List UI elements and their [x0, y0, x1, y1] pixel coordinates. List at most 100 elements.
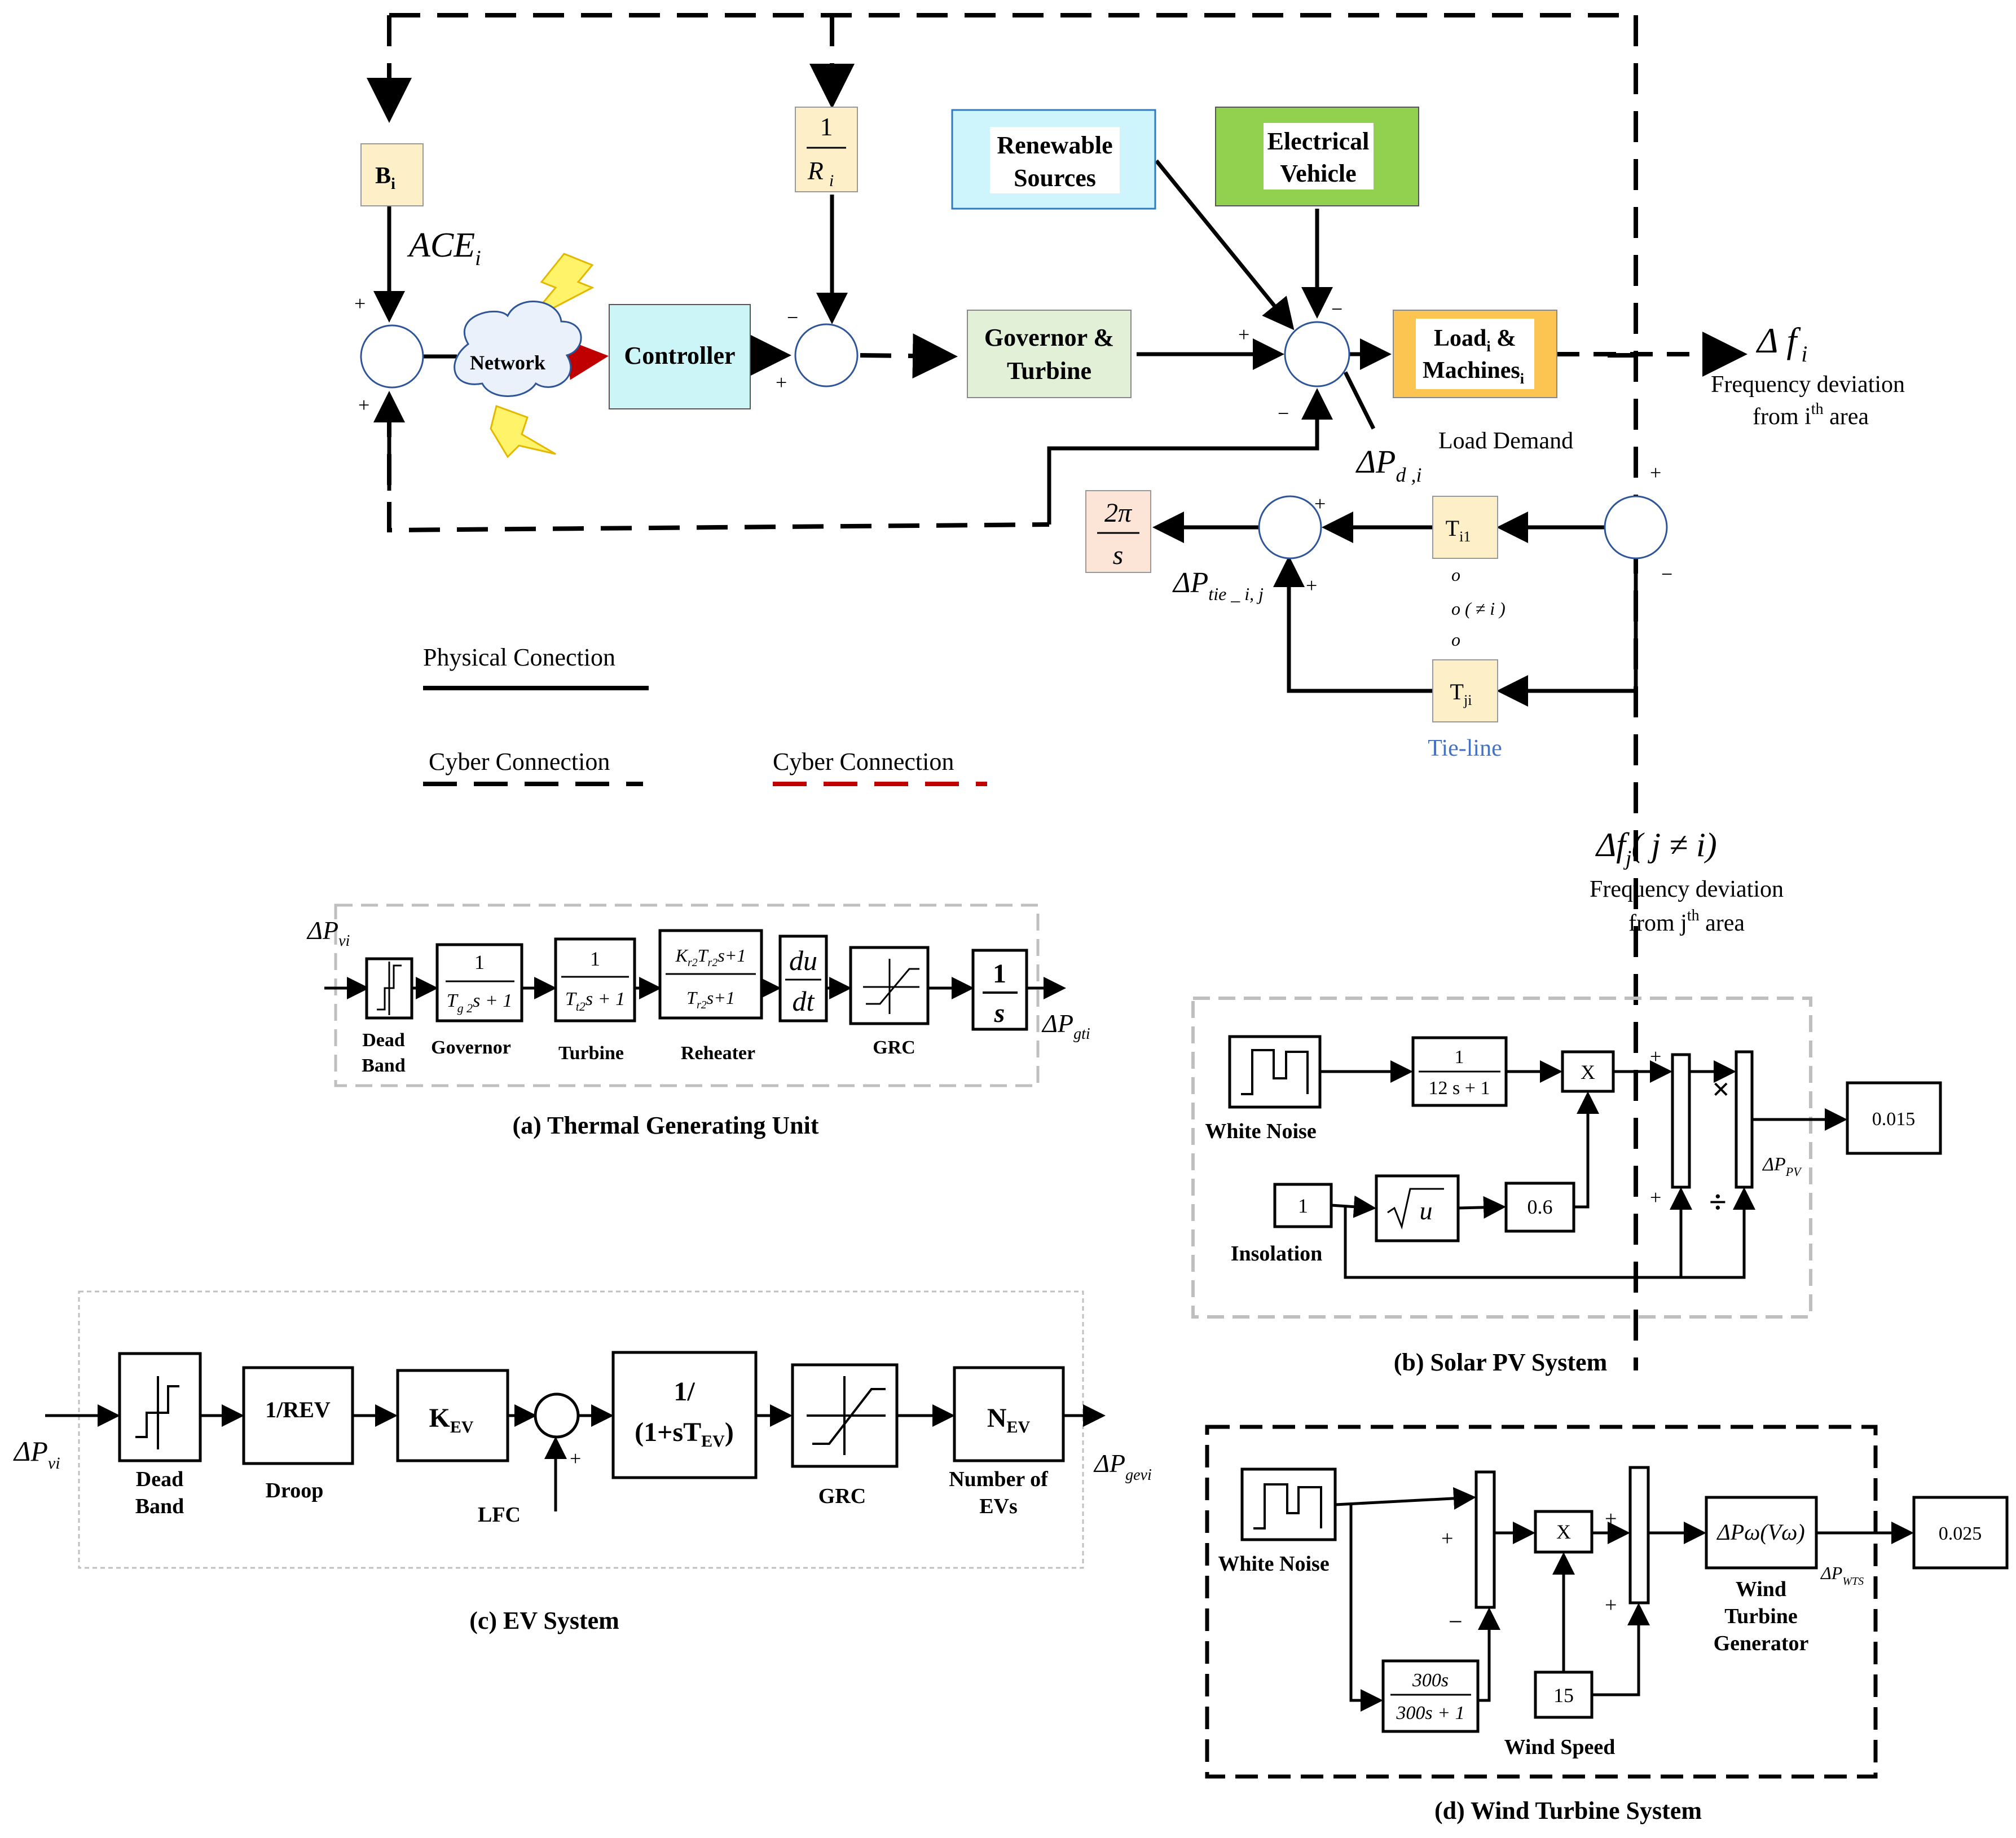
wind-line-7 — [1592, 1603, 1650, 1696]
reh-den: Tr2s+1 — [686, 988, 735, 1011]
wind-hp-den: 300s + 1 — [1396, 1703, 1464, 1724]
ev-droop-text: 1/REV — [265, 1397, 331, 1422]
wind-highpass-block — [1381, 1659, 1480, 1733]
solar-sum-bar — [1671, 1053, 1691, 1189]
svg-text:−: − — [787, 306, 798, 329]
thermal-governor-block — [435, 943, 523, 1022]
freq-dev-j-line2: from jth area — [1628, 907, 1745, 936]
summing-junction-power — [1284, 321, 1350, 387]
label-governor: Governor — [431, 1037, 511, 1058]
wind-power-block — [1705, 1496, 1818, 1570]
svg-text:−: − — [1331, 298, 1342, 320]
label-deadband-2: Band — [362, 1055, 406, 1076]
dt-label: dt — [793, 985, 815, 1017]
b-block — [360, 143, 424, 206]
svg-text:−: − — [1661, 563, 1672, 585]
ev-label-droop: Droop — [266, 1479, 324, 1502]
solar-one-label: 1 — [1298, 1195, 1308, 1217]
controller-block — [609, 304, 751, 409]
ev-system-panel: ΔPvi 1/REV KEV + 1/ (1+sTEV) NEV ΔPgevi … — [13, 1290, 1152, 1634]
gov-num: 1 — [474, 951, 485, 973]
ev-label-lfc: LFC — [478, 1503, 521, 1527]
summing-junction-freq — [1604, 495, 1668, 559]
ev-label-bg — [1264, 123, 1374, 189]
solar-gain-label: 0.6 — [1528, 1196, 1553, 1218]
deadband-icon — [377, 962, 402, 1015]
solar-product-bar — [1735, 1050, 1754, 1189]
solar-sqrt-block — [1375, 1174, 1460, 1242]
ev-label-number-1: Number of — [949, 1467, 1049, 1491]
solar-insolation-label: Insolation — [1231, 1242, 1323, 1266]
two-pi-den: s — [1113, 540, 1124, 570]
renewable-label-1: Renewable — [997, 131, 1112, 159]
solar-tf-num: 1 — [1455, 1047, 1464, 1068]
dots-3: o — [1451, 629, 1460, 650]
ev-input-label: ΔPvi — [13, 1435, 60, 1473]
network-cloud-icon — [454, 301, 582, 397]
thermal-frame — [334, 903, 1040, 1087]
legend-cyber-red-label: Cyber Connection — [773, 748, 954, 775]
renewable-label-2: Sources — [1014, 164, 1096, 192]
ev-tf-line2: (1+sTEV) — [635, 1417, 734, 1451]
legend-physical-label: Physical Conection — [423, 643, 615, 671]
wind-label-wtg-2: Turbine — [1724, 1605, 1798, 1628]
ev-deadband-icon — [135, 1376, 179, 1449]
thermal-caption: (a) Thermal Generating Unit — [512, 1112, 818, 1139]
svg-text:+: + — [776, 371, 787, 394]
droop-num: 1 — [820, 112, 833, 141]
svg-text:−: − — [1278, 402, 1289, 425]
wind-minus-1: − — [1449, 1608, 1463, 1636]
svg-text:+: + — [1238, 323, 1249, 346]
delta-fj-label: Δfj( j ≠ i) — [1595, 826, 1717, 870]
solar-sqrt-label: u — [1420, 1196, 1433, 1225]
wind-frame — [1205, 1425, 1878, 1779]
thermal-derivative-block — [778, 935, 828, 1022]
ev-frame — [78, 1290, 1084, 1569]
svg-text:+: + — [358, 394, 369, 416]
wind-power-label: ΔPω(Vω) — [1716, 1519, 1804, 1545]
svg-text:+: + — [1306, 574, 1317, 597]
solar-frame — [1191, 997, 1812, 1319]
wind-output-display — [1912, 1496, 2009, 1570]
thermal-input-label: ΔPvi — [306, 916, 350, 950]
sqrt-icon — [1387, 1188, 1444, 1230]
summing-junction-ace — [360, 324, 424, 389]
solar-line-9 — [1344, 1187, 1692, 1279]
du-label: du — [789, 945, 817, 976]
load-label-1: Loadi & — [1434, 325, 1516, 355]
solar-output-value: 0.015 — [1872, 1109, 1916, 1130]
thermal-turbine-block — [554, 937, 636, 1022]
ev-tf-line1: 1/ — [674, 1377, 695, 1407]
solar-tf-den: 12 s + 1 — [1429, 1078, 1490, 1099]
freq-dev-j-line1: Frequency deviation — [1590, 876, 1784, 902]
tie-line-label: Tie-line — [1428, 735, 1502, 761]
t-i1-label: Ti1 — [1446, 515, 1471, 545]
tur-num: 1 — [590, 947, 600, 970]
governor-turbine-block — [967, 310, 1132, 398]
dots-1: o — [1451, 565, 1460, 585]
legend: Physical Conection Cyber Connection Cybe… — [423, 643, 987, 786]
ev-lfc-junction — [534, 1392, 580, 1439]
t-ji-block — [1432, 659, 1498, 722]
wind-white-noise-icon — [1253, 1483, 1322, 1530]
freq-dev-i-line2: from ith area — [1753, 400, 1869, 430]
delta-ptie-label: ΔPtie _ i, j — [1172, 567, 1264, 604]
wind-speed-value: 15 — [1553, 1684, 1574, 1707]
reh-num: Kr2Tr2s+1 — [675, 945, 746, 969]
solar-white-noise-label: White Noise — [1205, 1119, 1316, 1143]
ev-n-text: NEV — [987, 1403, 1031, 1436]
ev-output-label: ΔPgevi — [1093, 1449, 1152, 1484]
controller-label: Controller — [624, 342, 735, 369]
ev-tf-block — [611, 1351, 758, 1479]
wind-speed-label: Wind Speed — [1504, 1735, 1616, 1759]
int-num: 1 — [993, 959, 1006, 989]
governor-turbine-label-1: Governor & — [984, 324, 1114, 351]
junction-signs: + + − + + − − + + + − — [354, 292, 1672, 597]
gov-den: Tg 2s + 1 — [447, 990, 513, 1015]
ev-label-number-2: EVs — [979, 1495, 1018, 1518]
solar-line-6 — [1331, 1195, 1376, 1218]
tur-den: Tt2s + 1 — [565, 989, 625, 1013]
int-den: s — [994, 998, 1005, 1028]
